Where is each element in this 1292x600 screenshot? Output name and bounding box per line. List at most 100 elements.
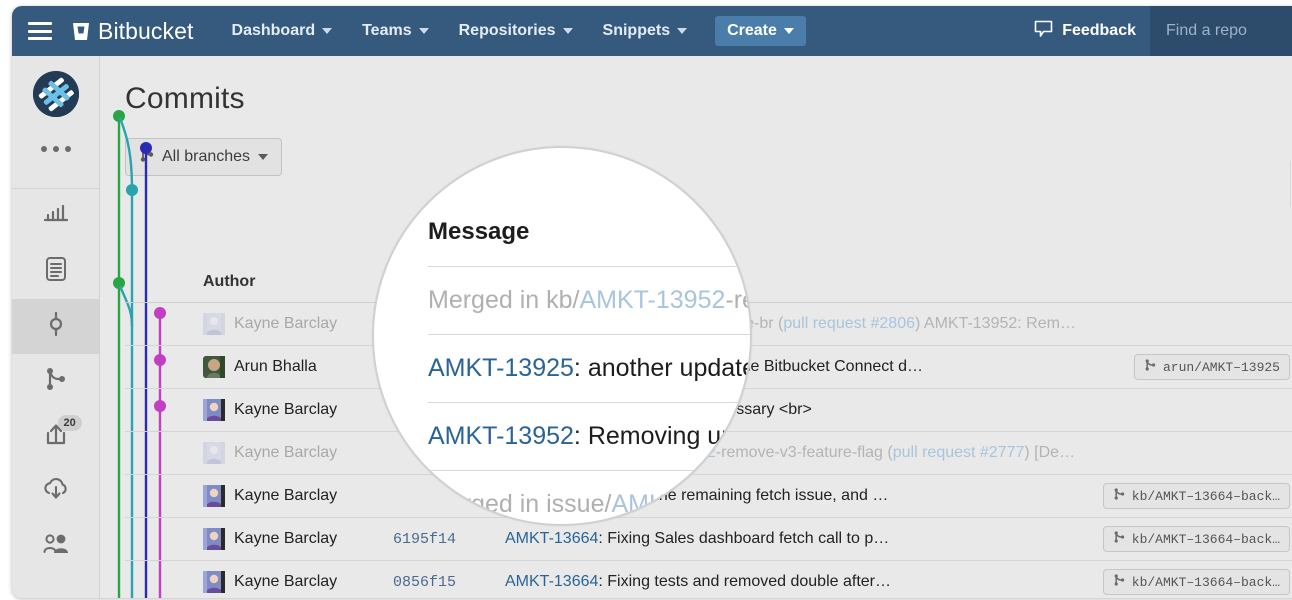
nav-item-dashboard-label: Dashboard	[231, 22, 316, 39]
nav-right-group: Feedback	[1020, 6, 1292, 56]
msg-post: ) [De…	[1024, 444, 1076, 461]
nav-item-snippets-label: Snippets	[602, 22, 671, 39]
magnified-row: Merged in issue/AMKT-12592	[428, 470, 752, 524]
repo-search-field[interactable]	[1150, 6, 1292, 56]
row-author-cell: Kayne Barclay	[203, 485, 393, 507]
table-row[interactable]: Kayne Barclay 6195f14 AMKT-13664: Fixing…	[125, 518, 1292, 561]
sidebar-item-branches[interactable]	[12, 354, 99, 409]
magnifier-content: Message Merged in kb/AMKT-13952-rem AMKT…	[374, 148, 752, 524]
brand-text: Bitbucket	[98, 17, 194, 44]
chevron-down-icon	[258, 154, 269, 160]
source-document-icon	[45, 256, 67, 287]
column-header-author: Author	[203, 272, 256, 290]
row-author-name: Kayne Barclay	[234, 444, 338, 461]
row-message-cell: AMKT-13664: Fixing Sales dashboard fetch…	[505, 526, 1292, 552]
page-title: Commits	[125, 82, 245, 115]
row-author-name: Kayne Barclay	[234, 573, 338, 590]
avatar	[203, 442, 225, 464]
magnifier-lens: Message Merged in kb/AMKT-13952-rem AMKT…	[372, 146, 752, 526]
chevron-down-icon	[783, 28, 794, 34]
row-message-cell: AMKT-13664: Fixing tests and removed dou…	[505, 569, 1292, 595]
top-navigation-bar: Bitbucket Dashboard Teams Repositories S…	[12, 6, 1292, 56]
magnified-issue-link[interactable]: AMKT-12592	[611, 490, 752, 518]
magnified-msg-post: : Removing unnec	[573, 422, 750, 450]
bitbucket-logo[interactable]: Bitbucket	[72, 18, 194, 45]
row-message-cell: AMKT-13664: Fixing the remaining fetch i…	[505, 483, 1292, 509]
pull-requests-badge: 20	[57, 415, 82, 431]
msg-pr-link[interactable]: pull request #2806	[783, 315, 915, 332]
pull-requests-icon	[43, 422, 69, 451]
rail-overflow-menu[interactable]	[12, 121, 99, 176]
row-author-cell: Kayne Barclay	[203, 528, 393, 550]
row-author-name: Kayne Barclay	[234, 315, 338, 332]
table-row[interactable]: Kayne Barclay 0856f15 AMKT-13664: Fixing…	[125, 561, 1292, 598]
bitbucket-mark-icon	[72, 22, 90, 41]
magnified-msg-pre: Merged in issue/	[428, 490, 612, 518]
branch-icon	[1113, 487, 1125, 505]
avatar	[203, 356, 225, 378]
branch-tag-label: arun/AMKT–13925	[1162, 359, 1280, 375]
create-button-label: Create	[727, 22, 777, 39]
repository-avatar-image	[32, 70, 79, 117]
all-branches-filter-button[interactable]: All branches	[125, 138, 283, 176]
magnified-msg-post: : another update to	[573, 354, 752, 382]
search-input[interactable]	[1166, 22, 1292, 40]
table-row[interactable]: Kayne Barclay AMKT-13664: Fixing the rem…	[125, 475, 1292, 518]
nav-item-teams-label: Teams	[362, 22, 412, 39]
left-icon-rail: 20	[12, 56, 100, 598]
feedback-button[interactable]: Feedback	[1020, 14, 1150, 49]
sidebar-item-downloads[interactable]	[12, 464, 99, 519]
table-row[interactable]: Kayne Barclay Merged in issue/AMKT-12592…	[125, 432, 1292, 475]
sidebar-item-source[interactable]	[12, 244, 99, 299]
branch-tag[interactable]: kb/AMKT–13664–back…	[1102, 526, 1290, 552]
overview-chart-icon	[43, 203, 69, 230]
sidebar-item-commits[interactable]	[12, 299, 99, 354]
magnified-issue-link[interactable]: AMKT-13952	[579, 286, 726, 314]
avatar	[203, 485, 225, 507]
sidebar-item-overview[interactable]	[12, 189, 99, 244]
branch-tag[interactable]: arun/AMKT–13925	[1133, 354, 1290, 380]
magnified-row: Merged in kb/AMKT-13952-rem	[428, 266, 750, 334]
branch-tag-label: kb/AMKT–13664–back…	[1131, 488, 1280, 504]
branch-tag[interactable]: kb/AMKT–13664–back…	[1102, 483, 1290, 509]
magnified-rows: Merged in kb/AMKT-13952-rem AMKT-13925: …	[374, 266, 752, 524]
nav-item-dashboard[interactable]: Dashboard	[220, 16, 345, 46]
msg-post: : Fixing Sales dashboard fetch call to p…	[598, 530, 890, 547]
msg-issue-link[interactable]: AMKT-13664	[505, 573, 599, 590]
commits-icon	[45, 311, 67, 342]
hamburger-icon[interactable]	[28, 22, 52, 40]
msg-pr-link[interactable]: pull request #2777	[892, 444, 1025, 461]
row-message: AMKT-13664: Fixing tests and removed dou…	[505, 573, 903, 591]
nav-item-snippets[interactable]: Snippets	[591, 16, 700, 46]
sidebar-item-pull-requests[interactable]: 20	[12, 409, 99, 464]
row-message-cell: AMKT-13925: another update to the Bitbuc…	[505, 354, 1292, 380]
repository-avatar[interactable]	[12, 66, 99, 121]
msg-post: ) AMKT-13952: Rem…	[915, 315, 1076, 332]
magnified-issue-link[interactable]: AMKT-13952	[428, 422, 574, 450]
row-author-cell: Kayne Barclay	[203, 571, 393, 593]
row-author-cell: Kayne Barclay	[203, 442, 393, 464]
branch-icon	[1113, 573, 1125, 591]
commit-graph	[113, 110, 166, 598]
row-author-name: Kayne Barclay	[234, 530, 338, 547]
branch-tag-label: kb/AMKT–13664–back…	[1131, 574, 1280, 590]
feedback-label: Feedback	[1062, 22, 1136, 39]
avatar	[203, 399, 225, 421]
sidebar-item-settings[interactable]	[12, 519, 99, 574]
magnified-issue-link[interactable]: AMKT-13925	[428, 354, 574, 382]
msg-issue-link[interactable]: AMKT-13664	[505, 530, 599, 547]
row-author-cell: Kayne Barclay	[203, 399, 393, 421]
nav-item-repositories[interactable]: Repositories	[447, 16, 585, 46]
all-branches-label: All branches	[162, 148, 251, 165]
chevron-down-icon	[562, 28, 573, 34]
row-hash: 6195f14	[393, 530, 457, 548]
chevron-down-icon	[418, 28, 429, 34]
cut-off-edge-control[interactable]	[1290, 161, 1292, 207]
browser-window: Bitbucket Dashboard Teams Repositories S…	[12, 6, 1292, 598]
create-button[interactable]: Create	[715, 16, 806, 46]
msg-post: : Fixing tests and removed double after…	[598, 573, 891, 590]
magnified-msg-pre: Merged in kb/	[428, 286, 580, 314]
branch-tag[interactable]: kb/AMKT–13664–back…	[1102, 569, 1290, 595]
nav-item-teams[interactable]: Teams	[350, 16, 441, 46]
